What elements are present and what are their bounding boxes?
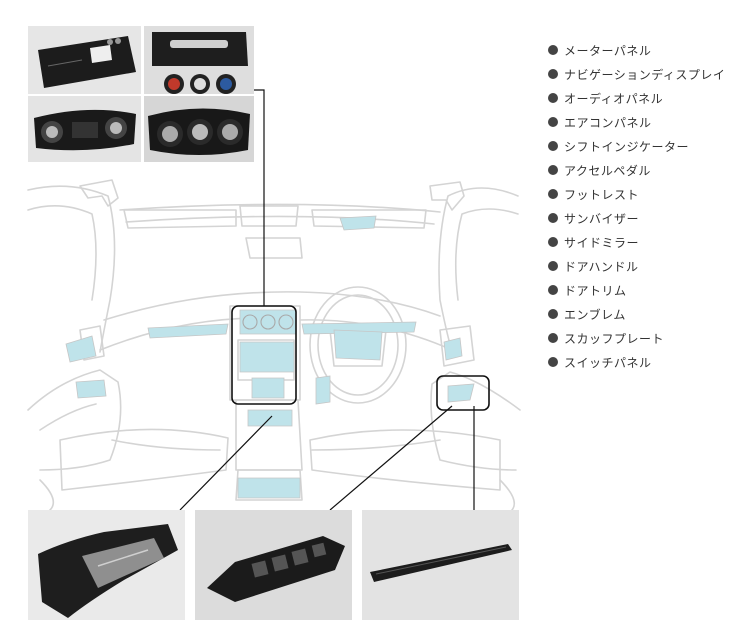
legend-item: ドアハンドル bbox=[548, 254, 725, 278]
legend-item: サンバイザー bbox=[548, 206, 725, 230]
legend-item: フットレスト bbox=[548, 182, 725, 206]
photo-audio-panel-top bbox=[144, 26, 254, 94]
filled-circle-icon bbox=[548, 357, 558, 367]
legend-item-label: サンバイザー bbox=[564, 211, 640, 226]
filled-circle-icon bbox=[548, 309, 558, 319]
legend-item: シフトインジケーター bbox=[548, 134, 725, 158]
legend-item-label: エンブレム bbox=[564, 307, 626, 322]
legend-item: スイッチパネル bbox=[548, 350, 725, 374]
filled-circle-icon bbox=[548, 237, 558, 247]
legend-item: サイドミラー bbox=[548, 230, 725, 254]
photo-aircon-panel bbox=[28, 96, 141, 162]
legend-item: ナビゲーションディスプレイ bbox=[548, 62, 725, 86]
legend-item: メーターパネル bbox=[548, 38, 725, 62]
legend-item: ドアトリム bbox=[548, 278, 725, 302]
leader-line-switch-panel bbox=[329, 405, 453, 511]
legend-item-label: スイッチパネル bbox=[564, 355, 652, 370]
parts-legend: メーターパネルナビゲーションディスプレイオーディオパネルエアコンパネルシフトイン… bbox=[548, 38, 725, 374]
filled-circle-icon bbox=[548, 45, 558, 55]
photo-scuff-plate bbox=[362, 510, 519, 620]
legend-item-label: オーディオパネル bbox=[564, 91, 664, 106]
filled-circle-icon bbox=[548, 213, 558, 223]
photo-meter-panel bbox=[28, 26, 141, 94]
filled-circle-icon bbox=[548, 93, 558, 103]
callout-frame-switch-panel bbox=[436, 375, 490, 411]
photo-switch-panel bbox=[195, 510, 352, 620]
filled-circle-icon bbox=[548, 189, 558, 199]
legend-item-label: アクセルペダル bbox=[564, 163, 651, 178]
legend-item-label: ドアトリム bbox=[564, 283, 627, 298]
filled-circle-icon bbox=[548, 333, 558, 343]
legend-item: スカッフプレート bbox=[548, 326, 725, 350]
filled-circle-icon bbox=[548, 141, 558, 151]
legend-item: エアコンパネル bbox=[548, 110, 725, 134]
filled-circle-icon bbox=[548, 117, 558, 127]
legend-item-label: ナビゲーションディスプレイ bbox=[564, 67, 726, 82]
filled-circle-icon bbox=[548, 261, 558, 271]
filled-circle-icon bbox=[548, 69, 558, 79]
legend-item-label: エアコンパネル bbox=[564, 115, 652, 130]
legend-item-label: スカッフプレート bbox=[564, 331, 665, 346]
legend-item-label: ドアハンドル bbox=[564, 259, 639, 274]
legend-item-label: シフトインジケーター bbox=[564, 139, 690, 154]
filled-circle-icon bbox=[548, 165, 558, 175]
photo-audio-panel-bottom bbox=[144, 96, 254, 162]
leader-line-meter-panel bbox=[254, 89, 265, 306]
legend-item-label: サイドミラー bbox=[564, 235, 640, 250]
photo-console-trim bbox=[28, 510, 185, 620]
leader-line-console-trim bbox=[179, 415, 273, 511]
filled-circle-icon bbox=[548, 285, 558, 295]
legend-item-label: メーターパネル bbox=[564, 43, 652, 58]
legend-item: エンブレム bbox=[548, 302, 725, 326]
legend-item: アクセルペダル bbox=[548, 158, 725, 182]
legend-item-label: フットレスト bbox=[564, 187, 640, 202]
legend-item: オーディオパネル bbox=[548, 86, 725, 110]
